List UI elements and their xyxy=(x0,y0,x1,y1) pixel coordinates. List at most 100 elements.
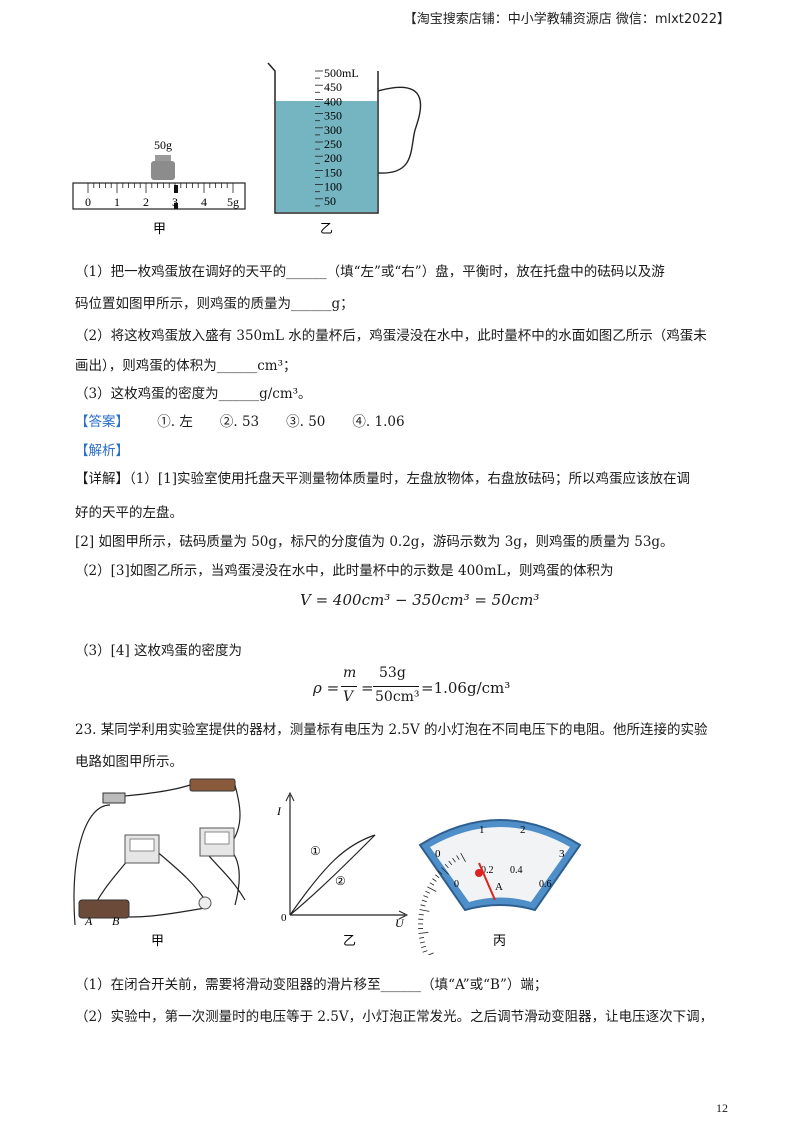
rheostat-icon xyxy=(78,899,130,919)
fig2-label-yi: 乙 xyxy=(343,933,356,948)
meter-tick xyxy=(421,899,427,903)
ruler-label: 3 xyxy=(172,195,178,209)
terminal-B: B xyxy=(112,914,120,928)
meter-top-3: 3 xyxy=(559,848,565,860)
formula-result: =1.06g/cm³ xyxy=(421,679,511,697)
ruler-label: 2 xyxy=(143,195,149,209)
ruler-label: 0 xyxy=(85,195,91,209)
cylinder-outline xyxy=(267,62,379,214)
meter-tick xyxy=(420,904,426,907)
answer-text: ①. 左 ②. 53 ③. 50 ④. 1.06 xyxy=(157,414,405,430)
meter-tick xyxy=(421,945,427,949)
fig2-label-bing: 丙 xyxy=(493,933,506,948)
question-23-2: （2）实验中，第一次测量时的电压等于 2.5V，小灯泡正常发光。之后调节滑动变阻… xyxy=(75,1009,714,1025)
terminal-A: A xyxy=(84,914,93,928)
rider-bottom xyxy=(174,203,178,209)
formula-volume: V = 400cm³ − 350cm³ = 50cm³ xyxy=(300,591,540,609)
cylinder-mark: 50 xyxy=(324,194,336,208)
detail-1: 【详解】（1）[1]实验室使用托盘天平测量物体质量时，左盘放物体，右盘放砝码；所… xyxy=(75,469,690,489)
cylinder-mark: 350 xyxy=(324,109,342,123)
rider-top xyxy=(174,185,178,193)
meter-bottom-1: 0.2 xyxy=(481,865,494,876)
meter-tick xyxy=(452,857,456,863)
formula-rho: ρ = xyxy=(313,679,340,697)
meter-knob xyxy=(475,869,483,877)
meter-tick xyxy=(427,886,437,892)
meter-tick xyxy=(456,855,460,860)
fraction-bar-2 xyxy=(373,686,419,687)
cylinder-mark: 150 xyxy=(324,165,342,179)
detail-label: 【详解】 xyxy=(75,471,129,487)
curve-1 xyxy=(289,834,376,916)
ruler-label: 1 xyxy=(114,195,120,209)
fraction-bar-1 xyxy=(341,686,357,687)
meter-unit: A xyxy=(495,881,503,893)
meter-tick xyxy=(419,937,425,939)
question-1: （1）把一枚鸡蛋放在调好的天平的______（填“左”或“右”）盘，平衡时，放在… xyxy=(75,264,665,280)
cylinder-mark: 200 xyxy=(324,151,342,165)
cylinder-mark: 500mL xyxy=(324,66,359,80)
question-2-cont: 画出），则鸡蛋的体积为______cm³； xyxy=(75,358,297,374)
page-number: 12 xyxy=(716,1101,728,1115)
cylinder-mark: 250 xyxy=(324,137,342,151)
page-header: 【淘宝搜索店铺：中小学教辅资源店 微信：mlxt2022】 xyxy=(403,12,730,27)
meter-tick xyxy=(423,895,429,898)
fig-label-jia: 甲 xyxy=(153,221,166,236)
origin-label: 0 xyxy=(281,912,287,924)
fig-label-yi: 乙 xyxy=(320,221,333,236)
axis-U-label: U xyxy=(395,916,405,930)
meter-top-0: 0 xyxy=(435,848,441,860)
meter-tick xyxy=(427,952,434,955)
question-3: （3）这枚鸡蛋的密度为______g/cm³。 xyxy=(75,386,312,402)
curve-2 xyxy=(289,834,376,916)
meter-top-1: 1 xyxy=(479,824,485,836)
battery-icon xyxy=(189,778,236,792)
meter-tick xyxy=(419,909,430,912)
ruler-label: 5g xyxy=(227,195,239,209)
detail-1-cont: 好的天平的左盘。 xyxy=(75,505,183,521)
detail-4: （3）[4] 这枚鸡蛋的密度为 xyxy=(75,643,243,659)
cylinder-mark: 300 xyxy=(324,123,342,137)
formula-density: ρ = m V = 53g 50cm³ =1.06g/cm³ xyxy=(313,665,513,715)
meter-bottom-2: 0.4 xyxy=(510,865,523,876)
meter-tick xyxy=(444,863,449,869)
bulb-icon xyxy=(198,896,212,910)
detail-1-text: （1）[1]实验室使用托盘天平测量物体质量时，左盘放物体，右盘放砝码；所以鸡蛋应… xyxy=(129,471,690,487)
cylinder-water xyxy=(276,101,377,212)
axis-I-label: I xyxy=(276,804,282,818)
formula-den: 50cm³ xyxy=(375,689,420,705)
meter-bottom-0: 0 xyxy=(454,879,459,890)
meter-tick xyxy=(418,932,429,934)
detail-3: （2）[3]如图乙所示，当鸡蛋浸没在水中，此时量杯中的示数是 400mL，则鸡蛋… xyxy=(75,563,614,579)
meter-tick xyxy=(422,950,428,953)
meter-tick xyxy=(419,941,425,944)
weight-body xyxy=(151,161,175,180)
meter-tick xyxy=(438,870,443,875)
meter-top-2: 2 xyxy=(520,824,526,836)
question-23-cont: 电路如图甲所示。 xyxy=(75,754,183,770)
weight-label: 50g xyxy=(154,138,172,152)
cylinder-mark: 450 xyxy=(324,80,342,94)
meter-needle xyxy=(478,862,496,901)
meter-tick xyxy=(441,867,449,875)
meter-bottom-3: 0.6 xyxy=(539,879,552,890)
switch-icon xyxy=(102,792,126,804)
detail-2: [2] 如图甲所示，砝码质量为 50g，标尺的分度值为 0.2g，游码示数为 3… xyxy=(75,534,674,550)
cylinder-mark: 400 xyxy=(324,94,342,108)
balance-ruler xyxy=(72,182,246,210)
meter-tick xyxy=(460,852,466,862)
weight-top xyxy=(155,155,171,161)
curve-2-label: ② xyxy=(335,874,346,888)
formula-num: 53g xyxy=(379,665,406,681)
meter-tick xyxy=(429,882,435,886)
answer-row: 【答案】 ①. 左 ②. 53 ③. 50 ④. 1.06 xyxy=(75,412,405,432)
curve-1-label: ① xyxy=(310,844,321,858)
ammeter-dial: 0 1 2 3 0 0.2 0.4 0.6 A 丙 xyxy=(418,819,582,955)
formula-V: V xyxy=(343,689,354,705)
meter-tick xyxy=(448,860,453,866)
question-23-1: （1）在闭合开关前，需要将滑动变阻器的滑片移至______（填“A”或“B”）端… xyxy=(75,977,548,993)
iu-graph: I U 0 ① ② 乙 xyxy=(276,791,409,948)
ruler-label: 4 xyxy=(201,195,207,209)
figure-circuit-graph-meter: A B 甲 I U 0 ① ② 乙 0 1 2 3 0 0.2 0.4 0.6 … xyxy=(73,778,582,955)
meter-tick xyxy=(432,878,437,882)
